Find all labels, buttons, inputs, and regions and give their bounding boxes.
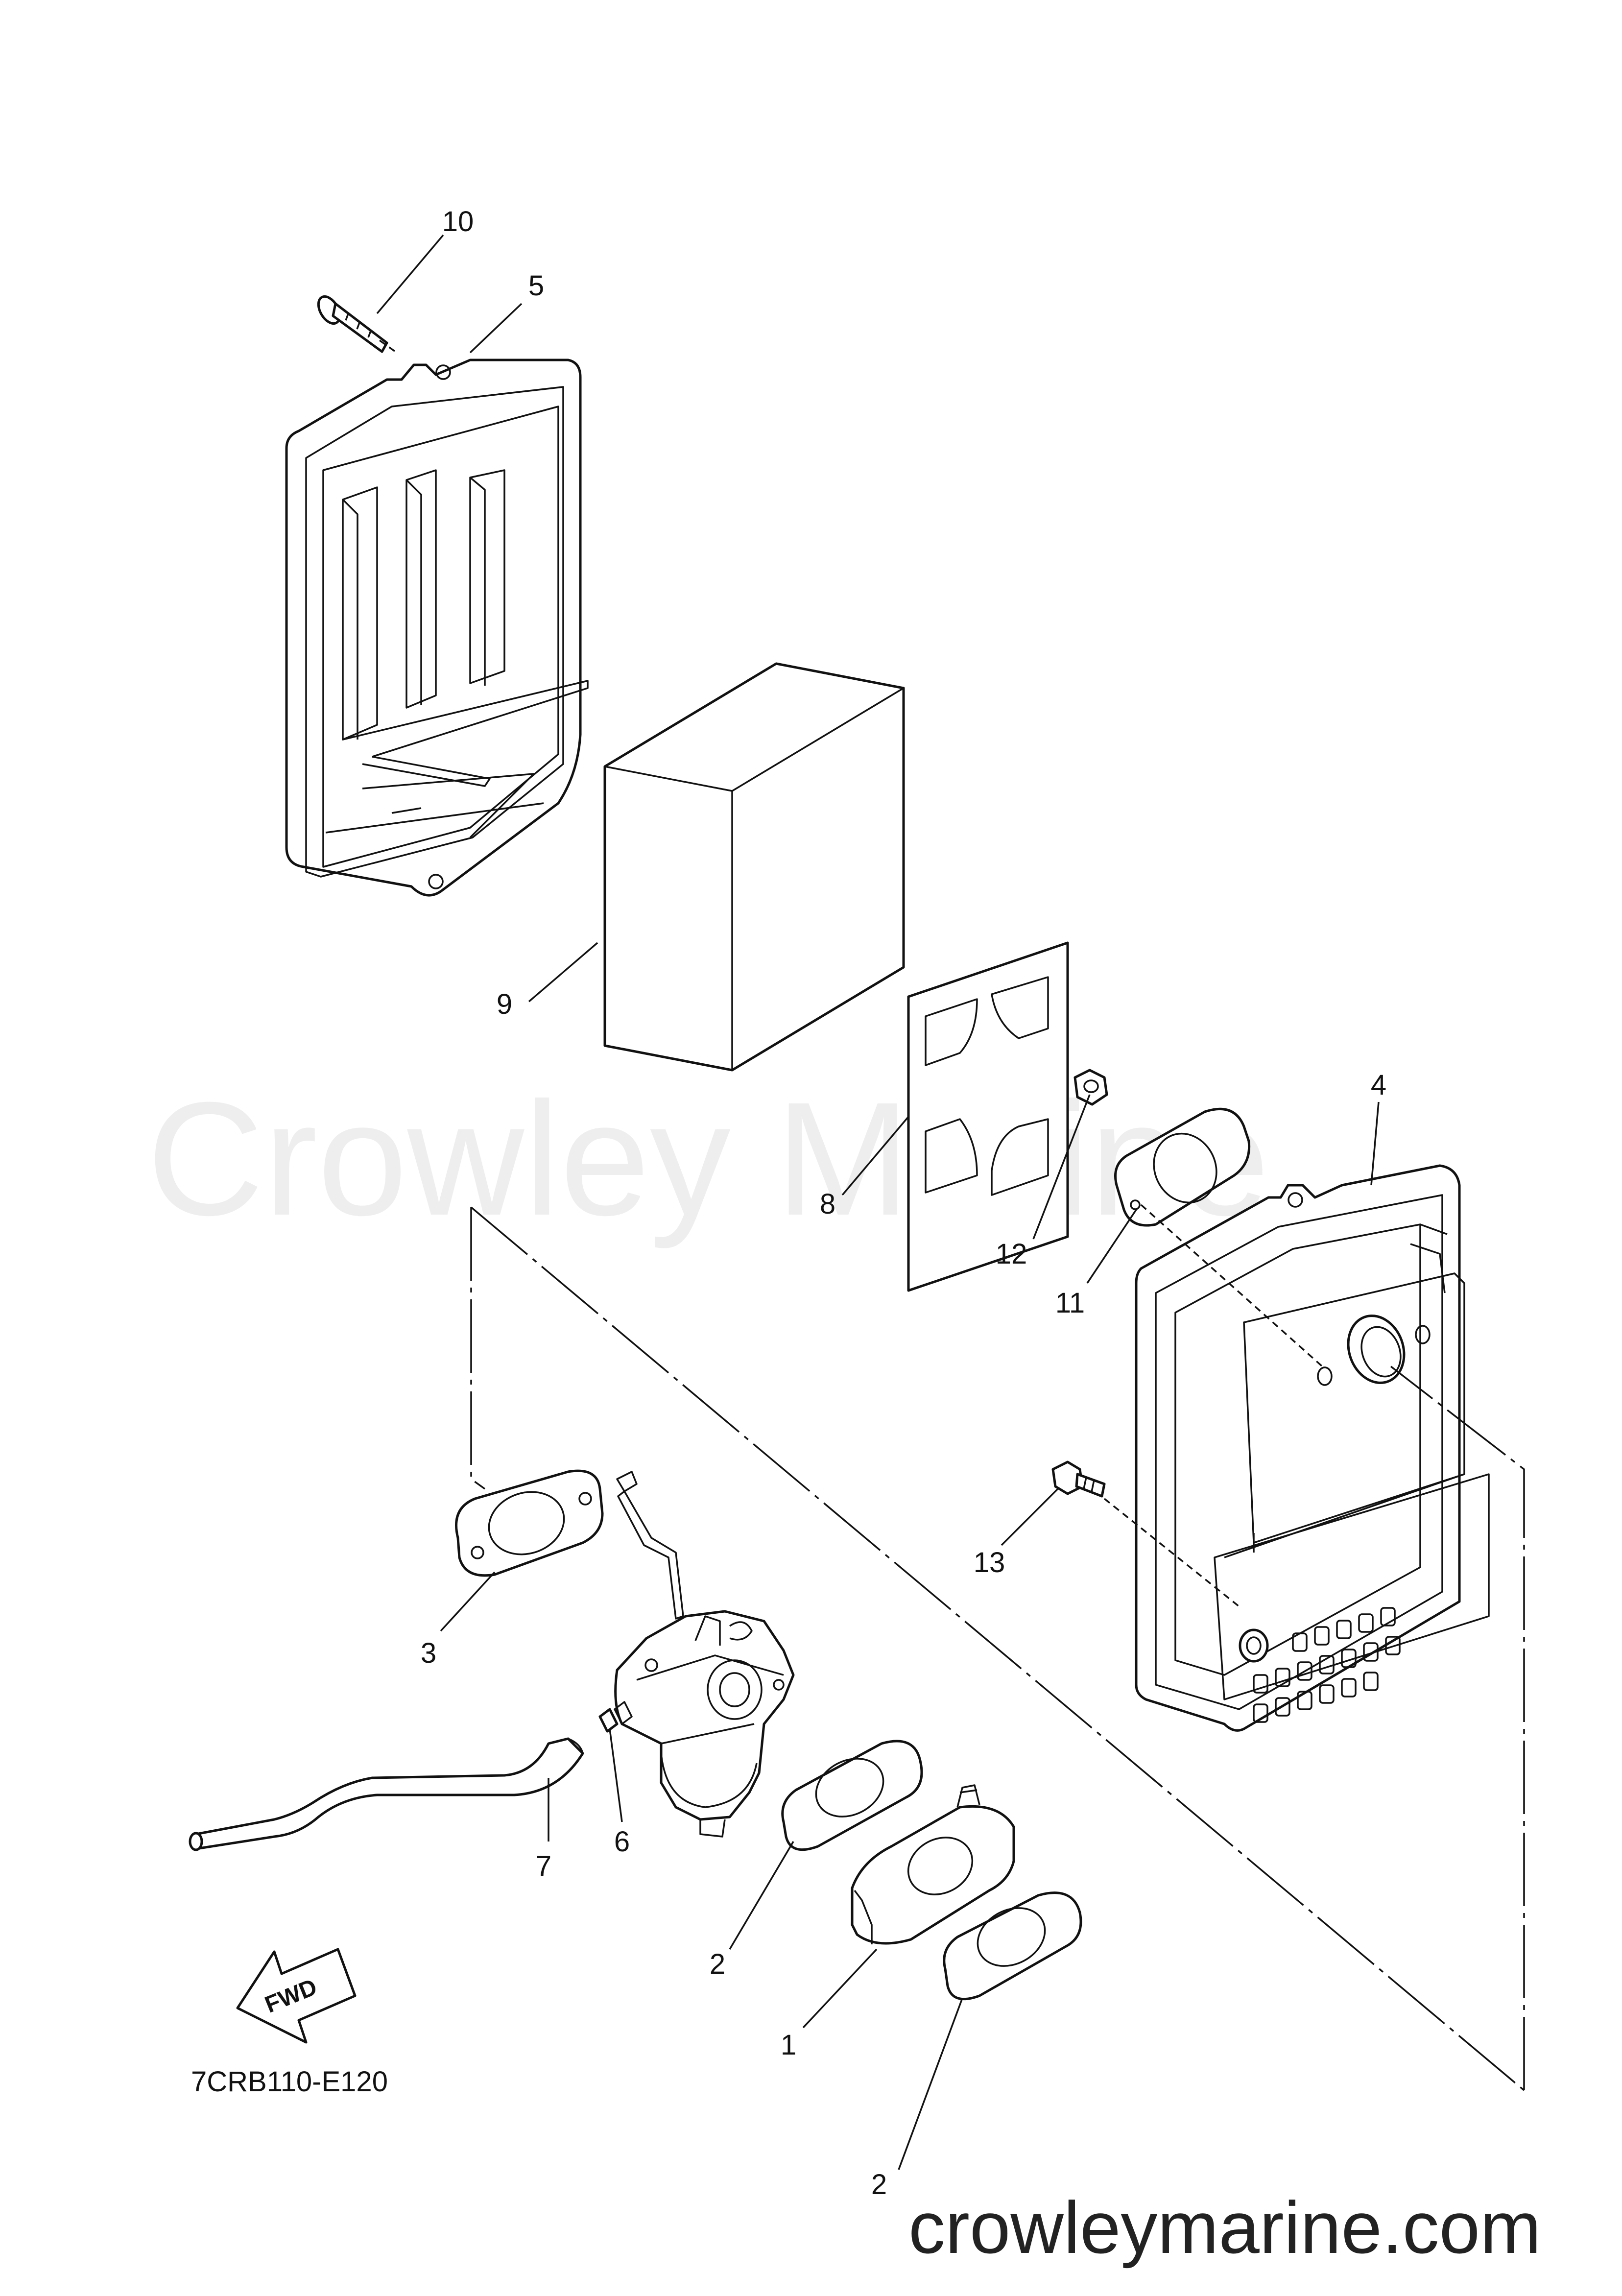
alignment-lines [379, 339, 1525, 2091]
part-10-nut [1073, 1069, 1108, 1106]
fwd-arrow-icon: FWD [236, 1948, 357, 2044]
callout-2-upper: 2 [710, 1948, 725, 1980]
callout-5: 5 [528, 270, 544, 302]
callout-6: 8 [820, 1188, 835, 1220]
callout-4: 4 [1371, 1069, 1386, 1101]
callout-9: 11 [1055, 1287, 1085, 1319]
part-13-clip [598, 1708, 619, 1733]
callout-13: 6 [614, 1826, 630, 1858]
carburetor-assembly [614, 1471, 795, 1838]
callout-10: 12 [996, 1238, 1027, 1270]
part-2-gasket-upper [781, 1740, 923, 1851]
part-12-hose [189, 1737, 584, 1851]
callout-11: 13 [974, 1547, 1005, 1578]
part-8-screw [317, 295, 388, 353]
part-9-gasket [1114, 1107, 1251, 1227]
part-7-element [603, 662, 905, 1072]
leader-lines [376, 234, 1380, 2170]
callout-1: 1 [781, 2029, 796, 2061]
part-5-case-cover [285, 359, 589, 897]
part-11-bolt [1051, 1460, 1106, 1498]
callout-labels: 10 5 9 8 4 12 11 13 3 7 6 2 1 2 [421, 206, 1386, 2200]
callout-8: 10 [442, 206, 474, 238]
callout-12: 7 [536, 1850, 551, 1882]
part-3-gasket [455, 1469, 604, 1577]
callout-2-lower: 2 [871, 2169, 887, 2200]
site-name: crowleymarine.com [908, 2186, 1541, 2269]
part-1-insulator [851, 1784, 1015, 1945]
part-2-gasket-lower [943, 1891, 1082, 2001]
diagram-code: 7CRB110-E120 [191, 2066, 388, 2098]
callout-7: 9 [497, 988, 512, 1020]
part-6-gasket [907, 941, 1069, 1292]
part-4-case [1135, 1164, 1490, 1732]
callout-3: 3 [421, 1637, 436, 1669]
